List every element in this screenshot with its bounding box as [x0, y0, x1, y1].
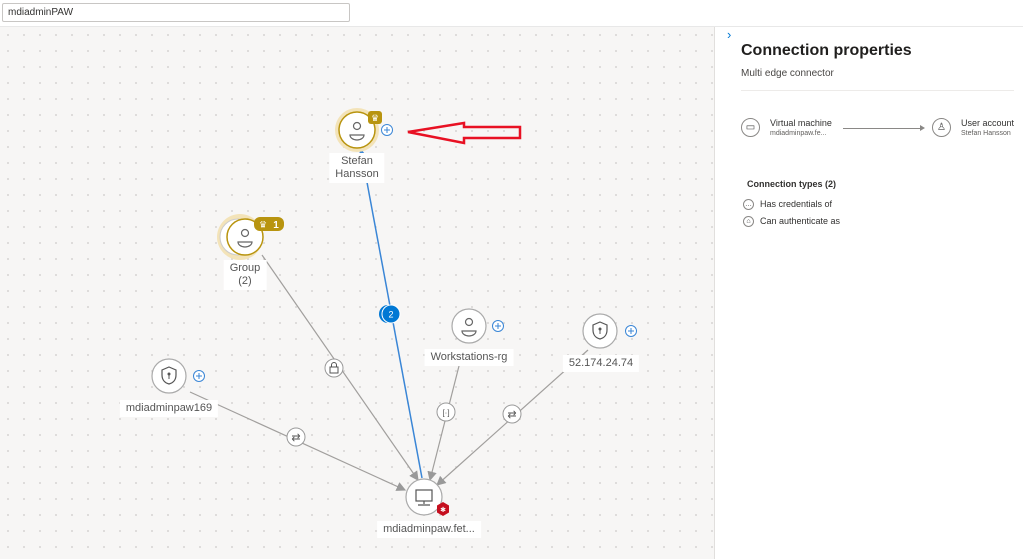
lock-edge-icon[interactable]	[324, 358, 344, 378]
lock-icon: ⌂	[743, 216, 754, 227]
label-line: Group	[229, 262, 261, 274]
user-icon	[349, 121, 365, 141]
label-line: Stefan	[341, 155, 373, 167]
svg-text:✱: ✱	[440, 506, 446, 514]
annotation-arrow	[407, 121, 522, 145]
connection-arrow	[843, 128, 923, 129]
node-ip-address[interactable]	[582, 313, 618, 349]
svg-text:2: 2	[388, 310, 393, 320]
node-workstations-rg[interactable]	[451, 308, 487, 344]
search-input[interactable]	[2, 3, 350, 22]
connection-properties-panel: › Connection properties Multi edge conne…	[714, 27, 1023, 559]
graph-svg: [·] ⇄ ⇄ 2 ♛ ♛ 1 ✱	[151, 108, 637, 516]
svg-text:♛: ♛	[371, 113, 379, 123]
node-label-vm: mdiadminpaw.fet...	[377, 521, 481, 538]
swap-edge-icon[interactable]: ⇄	[502, 404, 522, 424]
expand-plus-icon[interactable]	[625, 325, 637, 337]
monitor-icon	[415, 489, 433, 506]
monitor-icon: ▭	[741, 118, 760, 137]
panel-subtitle: Multi edge connector	[741, 68, 834, 79]
node-stefan-hansson[interactable]: ♛	[335, 108, 382, 152]
collapse-chevron-icon[interactable]: ›	[727, 27, 732, 42]
svg-text:♛: ♛	[259, 220, 267, 230]
user-icon	[461, 317, 477, 337]
ellipsis-icon: …	[743, 199, 754, 210]
label-line: Hansson	[335, 168, 379, 180]
connection-type-item: Has credentials of	[760, 199, 833, 209]
shield-icon	[592, 321, 608, 340]
svg-text:1: 1	[273, 220, 279, 231]
svg-text:⇄: ⇄	[507, 409, 516, 421]
source-name: mdiadminpaw.fe...	[770, 130, 827, 137]
node-label-group: Group(2)	[223, 260, 267, 290]
target-type: User account	[961, 118, 1015, 128]
crown-icon	[368, 111, 382, 124]
expand-plus-icon[interactable]	[193, 370, 205, 382]
target-name: Stefan Hansson	[961, 130, 1011, 137]
expand-plus-icon[interactable]	[381, 124, 393, 136]
node-mdiadminpaw169[interactable]	[151, 358, 187, 394]
svg-text:⇄: ⇄	[291, 432, 300, 444]
connection-type-item: Can authenticate as	[760, 216, 841, 226]
source-type: Virtual machine	[770, 118, 832, 128]
node-label-paw169: mdiadminpaw169	[119, 400, 219, 417]
alert-icon	[437, 502, 449, 516]
node-label-workstations: Workstations-rg	[424, 349, 514, 366]
connection-arrow-head	[920, 125, 925, 131]
svg-text:[·]: [·]	[442, 409, 449, 418]
swap-edge-icon[interactable]: ⇄	[286, 427, 306, 447]
node-virtual-machine[interactable]: ✱	[405, 478, 449, 516]
bracket-edge-icon[interactable]: [·]	[436, 402, 456, 422]
user-icon: ♙	[932, 118, 951, 137]
node-label-ip: 52.174.24.74	[562, 355, 640, 372]
expand-plus-icon[interactable]	[492, 320, 504, 332]
crown-count-badge	[254, 217, 284, 231]
shield-icon	[161, 366, 177, 385]
label-line: (2)	[238, 275, 252, 287]
user-icon	[237, 228, 253, 248]
divider	[741, 90, 1014, 91]
connection-types-title: Connection types (2)	[747, 179, 837, 189]
multi-edge-badge[interactable]: 2	[379, 304, 401, 324]
node-group[interactable]: ♛ 1	[217, 214, 284, 260]
top-bar	[0, 0, 1023, 27]
panel-title: Connection properties	[741, 42, 912, 59]
